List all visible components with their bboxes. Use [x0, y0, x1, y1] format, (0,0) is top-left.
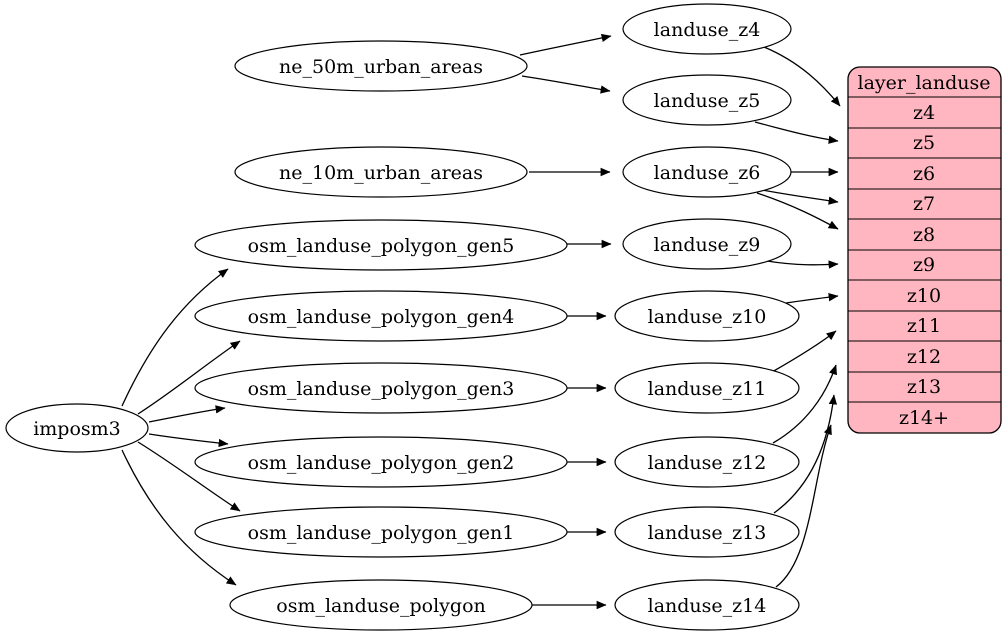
table-title: layer_landuse [858, 72, 991, 94]
edge-imposm3-gen4 [137, 340, 241, 415]
node-landuse-z5: landuse_z5 [622, 74, 792, 126]
table-row-z11: z11 [907, 315, 941, 337]
node-gen2-shape [194, 436, 568, 488]
table-row-z8: z8 [913, 224, 935, 246]
node-landuse-z12-label: landuse_z12 [648, 452, 767, 474]
edge-z6-row-z8 [756, 192, 839, 230]
edge-z9-row-z9 [766, 260, 839, 269]
node-landuse-z5-label: landuse_z5 [654, 90, 761, 112]
node-ne-50m-urban-areas: ne_50m_urban_areas [234, 40, 528, 92]
node-landuse-z4-label: landuse_z4 [654, 19, 761, 41]
edge-layer [121, 33, 841, 610]
table-row-z9: z9 [913, 254, 935, 276]
node-landuse-z9-shape [622, 218, 792, 270]
edge-z6-row-z7 [761, 189, 839, 205]
edge-z5-row-z5 [754, 121, 839, 144]
node-landuse-z5-shape [622, 74, 792, 126]
node-landuse-z14-label: landuse_z14 [648, 595, 767, 617]
node-landuse-z6: landuse_z6 [622, 146, 792, 198]
node-landuse-z13-shape [614, 506, 800, 558]
table-row-z12: z12 [907, 346, 941, 368]
node-ne-10m-urban-areas: ne_10m_urban_areas [234, 146, 528, 198]
node-landuse-z14-shape [614, 579, 800, 631]
edge-imposm3-gen3 [148, 405, 226, 423]
node-landuse-z10: landuse_z10 [614, 290, 800, 342]
node-landuse-z12-shape [614, 436, 800, 488]
table-row-z4: z4 [913, 102, 935, 124]
node-landuse-z4-shape [622, 3, 792, 55]
node-landuse-z13-label: landuse_z13 [648, 522, 767, 544]
node-ne-50m-label: ne_50m_urban_areas [279, 56, 483, 78]
node-gen4-label: osm_landuse_polygon_gen4 [248, 306, 515, 328]
node-osm-landuse-polygon: osm_landuse_polygon [229, 579, 533, 631]
edge-imposm3-gen1 [137, 441, 241, 512]
node-landuse-z6-label: landuse_z6 [654, 162, 761, 184]
edge-z13-row-z13 [773, 394, 838, 514]
node-gen1-label: osm_landuse_polygon_gen1 [248, 522, 515, 544]
node-landuse-z10-shape [614, 290, 800, 342]
table-layer-landuse: layer_landuse z4 z5 z6 z7 z8 z9 z10 z11 … [847, 66, 1002, 434]
edge-z12-row-z12 [772, 364, 838, 444]
node-ne-10m-shape [234, 146, 528, 198]
table-row-z7: z7 [913, 193, 935, 215]
node-landuse-z12: landuse_z12 [614, 436, 800, 488]
node-gen1-shape [194, 506, 568, 558]
node-gen3-label: osm_landuse_polygon_gen3 [248, 378, 515, 400]
node-landuse-z14: landuse_z14 [614, 579, 800, 631]
edge-z14-row-z14plus [775, 424, 832, 588]
node-landuse-z10-label: landuse_z10 [648, 306, 767, 328]
node-landuse-z9: landuse_z9 [622, 218, 792, 270]
edge-z11-row-z11 [771, 330, 837, 373]
node-imposm3-shape [5, 403, 149, 453]
node-gen5-label: osm_landuse_polygon_gen5 [248, 235, 515, 257]
edge-imposm3-gen2 [148, 433, 229, 448]
node-landuse-z11-label: landuse_z11 [648, 378, 767, 400]
edge-z10-row-z10 [785, 292, 839, 304]
node-imposm3: imposm3 [5, 403, 149, 453]
node-osm-landuse-polygon-gen5: osm_landuse_polygon_gen5 [194, 219, 568, 271]
node-landuse-z4: landuse_z4 [622, 3, 792, 55]
node-gen4-shape [194, 290, 568, 342]
node-landuse-z11-shape [614, 362, 800, 414]
node-gen5-shape [194, 219, 568, 271]
node-landuse-z13: landuse_z13 [614, 506, 800, 558]
node-osm-landuse-polygon-gen1: osm_landuse_polygon_gen1 [194, 506, 568, 558]
table-row-z6: z6 [913, 163, 935, 185]
node-osm-landuse-polygon-gen2: osm_landuse_polygon_gen2 [194, 436, 568, 488]
node-landuse-z11: landuse_z11 [614, 362, 800, 414]
node-landuse-z6-shape [622, 146, 792, 198]
node-ne-50m-shape [234, 40, 528, 92]
table-row-z5: z5 [913, 132, 935, 154]
edge-imposm3-polygon [121, 449, 237, 586]
table-row-z14plus: z14+ [899, 407, 949, 429]
node-polygon-shape [229, 579, 533, 631]
node-osm-landuse-polygon-gen3: osm_landuse_polygon_gen3 [194, 362, 568, 414]
table-row-z13: z13 [907, 376, 941, 398]
edge-ne50m-z4 [519, 33, 612, 56]
node-osm-landuse-polygon-gen4: osm_landuse_polygon_gen4 [194, 290, 568, 342]
table-row-z10: z10 [907, 285, 941, 307]
edge-ne50m-z5 [521, 75, 611, 94]
node-polygon-label: osm_landuse_polygon [276, 595, 486, 617]
node-ne-10m-label: ne_10m_urban_areas [279, 162, 483, 184]
edge-imposm3-gen5 [121, 268, 229, 407]
node-gen2-label: osm_landuse_polygon_gen2 [248, 452, 515, 474]
edge-z4-row-z4 [763, 46, 841, 107]
node-imposm3-label: imposm3 [33, 418, 121, 440]
node-gen3-shape [194, 362, 568, 414]
node-landuse-z9-label: landuse_z9 [654, 234, 761, 256]
